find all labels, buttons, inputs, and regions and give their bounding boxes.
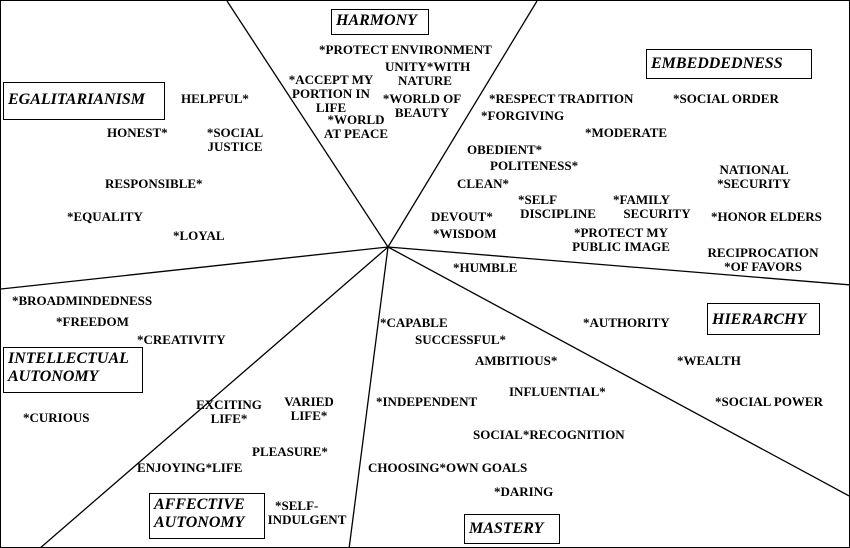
value-wisdom: *WISDOM	[433, 226, 497, 241]
value-protect-environment: *PROTECT ENVIRONMENT	[319, 42, 492, 57]
value-protect-my-public-image-line-2: PUBLIC IMAGE	[572, 239, 670, 254]
value-daring: *DARING	[494, 484, 554, 499]
value-self-indulgent-line-2: INDULGENT	[267, 512, 347, 527]
value-self-discipline: *SELF DISCIPLINE	[514, 193, 602, 221]
value-social-power: *SOCIAL POWER	[715, 394, 823, 409]
value-accept-my-portion-line-1: *ACCEPT MY	[288, 72, 374, 87]
value-national-security: NATIONAL *SECURITY	[707, 163, 801, 191]
value-unity-with-nature: UNITY*WITH NATURE	[385, 59, 471, 88]
value-moderate: *MODERATE	[585, 125, 668, 140]
value-world-of-beauty-line-2: BEAUTY	[394, 105, 450, 120]
value-capable: *CAPABLE	[380, 315, 448, 330]
value-family-security: *FAMILY SECURITY	[613, 193, 701, 221]
value-unity-with-nature-line-2: NATURE	[398, 73, 452, 88]
divider-bottom-left	[40, 246, 389, 547]
value-world-at-peace-line-1: *WORLD	[327, 112, 385, 127]
value-honest: HONEST*	[107, 125, 168, 140]
domain-intellectual-autonomy-line-2: AUTONOMY	[8, 368, 99, 385]
divider-bottom	[348, 246, 389, 547]
divider-bottom-right	[387, 246, 849, 497]
value-accept-my-portion-line-2: PORTION IN	[292, 86, 370, 101]
domain-affective-autonomy-line-2: AUTONOMY	[154, 514, 245, 531]
value-varied-life: VARIED LIFE*	[277, 395, 341, 423]
value-exciting-life: EXCITING LIFE*	[189, 398, 269, 426]
value-responsible: RESPONSIBLE*	[105, 176, 203, 191]
value-authority: *AUTHORITY	[583, 315, 670, 330]
value-self-discipline-line-2: DISCIPLINE	[520, 206, 596, 221]
value-ambitious: AMBITIOUS*	[475, 353, 558, 368]
value-world-of-beauty-line-1: *WORLD OF	[382, 91, 462, 106]
value-social-recognition: SOCIAL*RECOGNITION	[473, 427, 625, 442]
value-reciprocation-line-1: RECIPROCATION	[707, 245, 819, 260]
value-curious: *CURIOUS	[23, 410, 90, 425]
value-choosing-own-goals: CHOOSING*OWN GOALS	[368, 460, 528, 475]
domain-affective-autonomy: AFFECTIVE AUTONOMY	[149, 493, 265, 539]
value-family-security-line-2: SECURITY	[623, 206, 691, 221]
divider-top-right	[387, 1, 538, 248]
value-reciprocation-line-2: *OF FAVORS	[724, 259, 802, 274]
value-self-discipline-line-1: *SELF	[518, 192, 558, 207]
value-independent: *INDEPENDENT	[376, 394, 478, 409]
domain-intellectual-autonomy-line-1: INTELLECTUAL	[8, 350, 129, 367]
value-unity-with-nature-line-1: UNITY*WITH	[385, 59, 471, 74]
value-forgiving: *FORGIVING	[481, 108, 565, 123]
domain-mastery: MASTERY	[464, 514, 560, 544]
value-varied-life-line-2: LIFE*	[290, 408, 328, 423]
value-self-indulgent: *SELF- INDULGENT	[265, 499, 349, 527]
domain-harmony: HARMONY	[331, 9, 429, 35]
value-family-security-line-1: *FAMILY	[613, 192, 671, 207]
domain-embeddedness: EMBEDDEDNESS	[646, 49, 812, 79]
value-successful: SUCCESSFUL*	[415, 332, 507, 347]
value-exciting-life-line-2: LIFE*	[210, 411, 248, 426]
value-reciprocation-of-favors: RECIPROCATION *OF FAVORS	[703, 246, 823, 274]
value-exciting-life-line-1: EXCITING	[196, 397, 262, 412]
value-protect-my-public-image: *PROTECT MY PUBLIC IMAGE	[567, 226, 675, 254]
value-social-justice-line-1: *SOCIAL	[206, 125, 264, 140]
value-world-at-peace-line-2: AT PEACE	[323, 126, 389, 141]
domain-intellectual-autonomy: INTELLECTUAL AUTONOMY	[3, 347, 143, 393]
divider-right	[387, 246, 849, 286]
domain-affective-autonomy-line-1: AFFECTIVE	[154, 496, 245, 513]
value-creativity: *CREATIVITY	[137, 332, 226, 347]
value-enjoying-life: ENJOYING*LIFE	[137, 460, 243, 475]
value-pleasure: PLEASURE*	[252, 444, 328, 459]
value-social-justice-line-2: JUSTICE	[207, 139, 263, 154]
value-self-indulgent-line-1: *SELF-	[275, 498, 319, 513]
divider-top-left	[226, 1, 389, 248]
value-accept-my-portion-line-3: LIFE	[315, 100, 347, 115]
value-national-security-line-2: *SECURITY	[717, 176, 791, 191]
value-accept-my-portion-in-life: *ACCEPT MY PORTION IN LIFE	[284, 73, 378, 115]
value-world-at-peace: *WORLD AT PEACE	[319, 113, 393, 141]
value-influential: INFLUENTIAL*	[509, 384, 606, 399]
value-varied-life-line-1: VARIED	[284, 394, 334, 409]
domain-egalitarianism: EGALITARIANISM	[3, 82, 165, 120]
value-national-security-line-1: NATIONAL	[719, 162, 789, 177]
value-politeness: POLITENESS*	[490, 158, 579, 173]
value-honor-elders: *HONOR ELDERS	[711, 209, 822, 224]
value-freedom: *FREEDOM	[56, 314, 129, 329]
value-protect-my-public-image-line-1: *PROTECT MY	[573, 225, 668, 240]
domain-hierarchy: HIERARCHY	[707, 303, 820, 335]
value-devout: DEVOUT*	[431, 209, 493, 224]
value-obedient: OBEDIENT*	[467, 142, 543, 157]
value-loyal: *LOYAL	[173, 228, 225, 243]
value-clean: CLEAN*	[457, 176, 510, 191]
value-wealth: *WEALTH	[677, 353, 741, 368]
value-broadmindedness: *BROADMINDEDNESS	[12, 293, 153, 308]
value-social-order: *SOCIAL ORDER	[673, 91, 779, 106]
value-respect-tradition: *RESPECT TRADITION	[489, 91, 634, 106]
value-social-justice: *SOCIAL JUSTICE	[197, 126, 273, 154]
value-humble: *HUMBLE	[453, 260, 518, 275]
value-equality: *EQUALITY	[67, 209, 143, 224]
divider-left	[1, 246, 389, 290]
value-helpful: HELPFUL*	[181, 91, 249, 106]
value-world-of-beauty: *WORLD OF BEAUTY	[379, 92, 465, 120]
